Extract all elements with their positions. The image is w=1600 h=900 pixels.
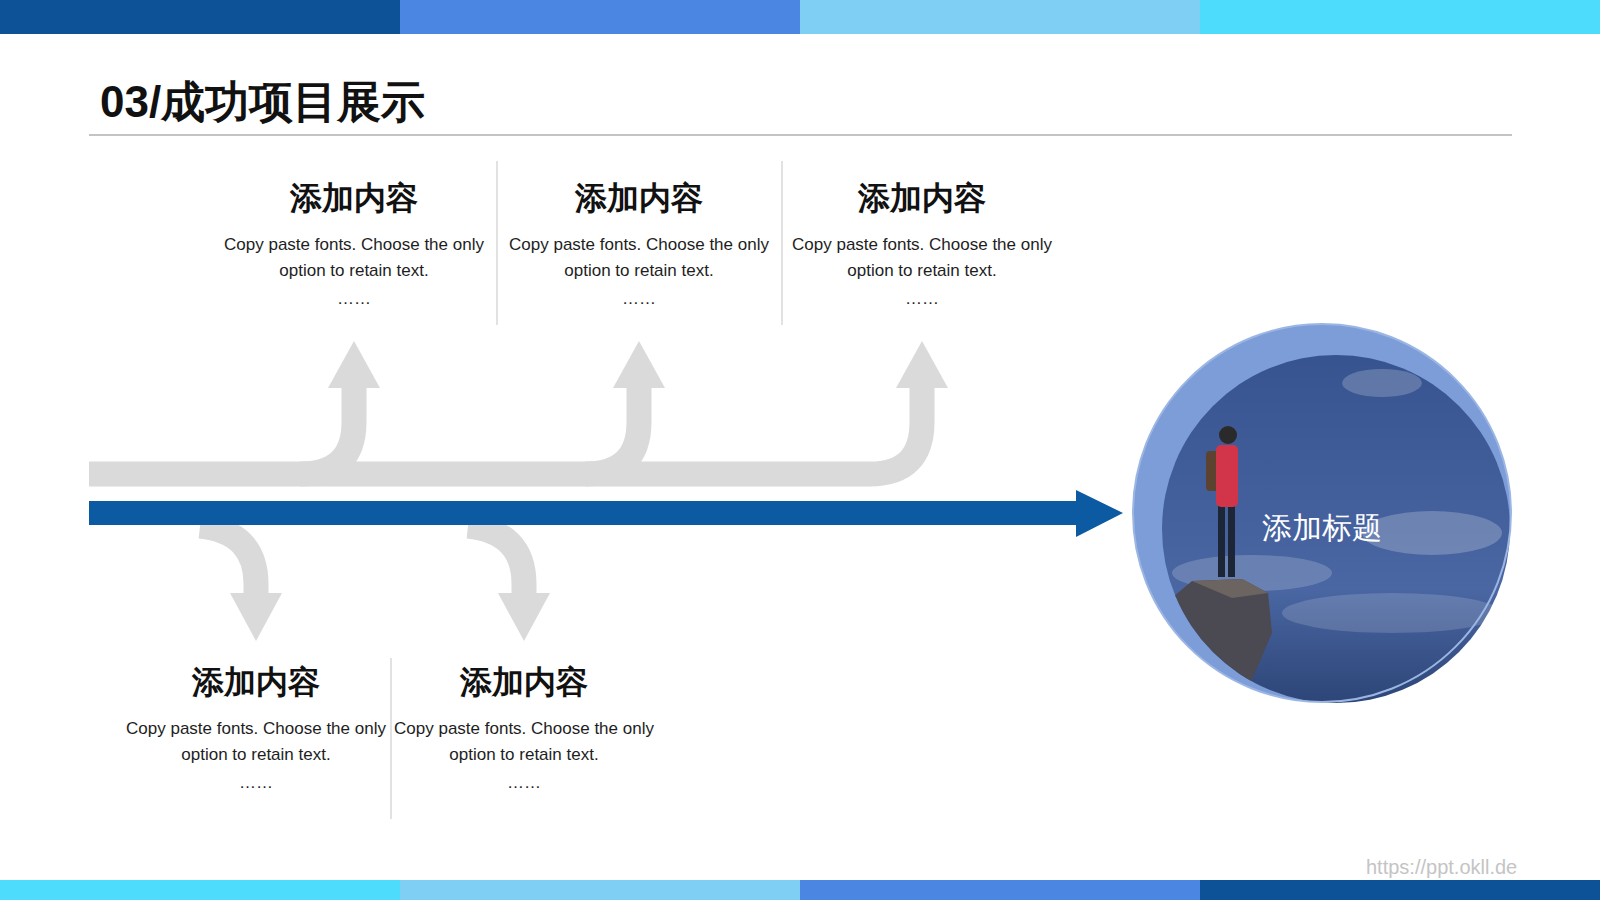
branch-arrow [300, 384, 354, 474]
branch-arrow [468, 526, 524, 596]
ellipsis: …… [790, 289, 1054, 309]
separator [781, 161, 782, 325]
cloud [1282, 593, 1502, 633]
person-leg [1218, 503, 1225, 577]
bottom-bar [1200, 880, 1600, 900]
sky [1132, 323, 1512, 703]
arrow-head [328, 341, 380, 388]
branch-arrow [585, 384, 639, 474]
main-arrow [89, 501, 1079, 525]
main-arrow-head [1076, 490, 1123, 537]
branch-arrow [200, 526, 256, 596]
circle-title: 添加标题 [1262, 478, 1382, 549]
person-head [1219, 426, 1237, 444]
branch-arrow [89, 384, 922, 474]
content-body: Copy paste fonts. Choose the only option… [392, 716, 656, 768]
content-block: 添加内容 Copy paste fonts. Choose the only op… [790, 175, 1054, 309]
content-block: 添加内容 Copy paste fonts. Choose the only op… [222, 175, 486, 309]
ellipsis: …… [392, 773, 656, 793]
content-body: Copy paste fonts. Choose the only option… [790, 232, 1054, 284]
top-bar [1200, 0, 1600, 34]
content-body: Copy paste fonts. Choose the only option… [124, 716, 388, 768]
ring-edge [1133, 324, 1511, 702]
rock [1142, 579, 1272, 703]
top-bar [800, 0, 1200, 34]
top-bar [400, 0, 800, 34]
cloud [1362, 511, 1502, 555]
bottom-bar [400, 880, 800, 900]
content-body: Copy paste fonts. Choose the only option… [222, 232, 486, 284]
content-heading: 添加内容 [124, 659, 388, 705]
arrow-head [613, 341, 665, 388]
top-bar [0, 0, 400, 34]
content-heading: 添加内容 [790, 175, 1054, 221]
person-leg [1228, 503, 1235, 577]
outer-ring [1133, 324, 1511, 702]
bottom-bar [800, 880, 1200, 900]
title-rule [89, 134, 1512, 135]
slide-title: 03/成功项目展示 [100, 72, 425, 132]
watermark: https://ppt.okll.de [1366, 856, 1517, 878]
content-block: 添加内容 Copy paste fonts. Choose the only op… [507, 175, 771, 309]
title-circle: 添加标题 [1132, 323, 1512, 703]
content-block: 添加内容 Copy paste fonts. Choose the only op… [124, 659, 388, 793]
content-heading: 添加内容 [507, 175, 771, 221]
person-body [1216, 445, 1238, 507]
content-body: Copy paste fonts. Choose the only option… [507, 232, 771, 284]
bottom-bar [0, 880, 400, 900]
rock [1192, 579, 1268, 598]
arrow-head [896, 341, 948, 388]
content-block: 添加内容 Copy paste fonts. Choose the only op… [392, 659, 656, 793]
content-heading: 添加内容 [392, 659, 656, 705]
ellipsis: …… [507, 289, 771, 309]
cloud [1342, 369, 1422, 397]
ellipsis: …… [124, 773, 388, 793]
arrow-head [498, 593, 550, 641]
photo [1132, 323, 1512, 703]
separator [496, 161, 497, 325]
arrow-head [230, 593, 282, 641]
ellipsis: …… [222, 289, 486, 309]
content-heading: 添加内容 [222, 175, 486, 221]
separator [390, 658, 391, 819]
